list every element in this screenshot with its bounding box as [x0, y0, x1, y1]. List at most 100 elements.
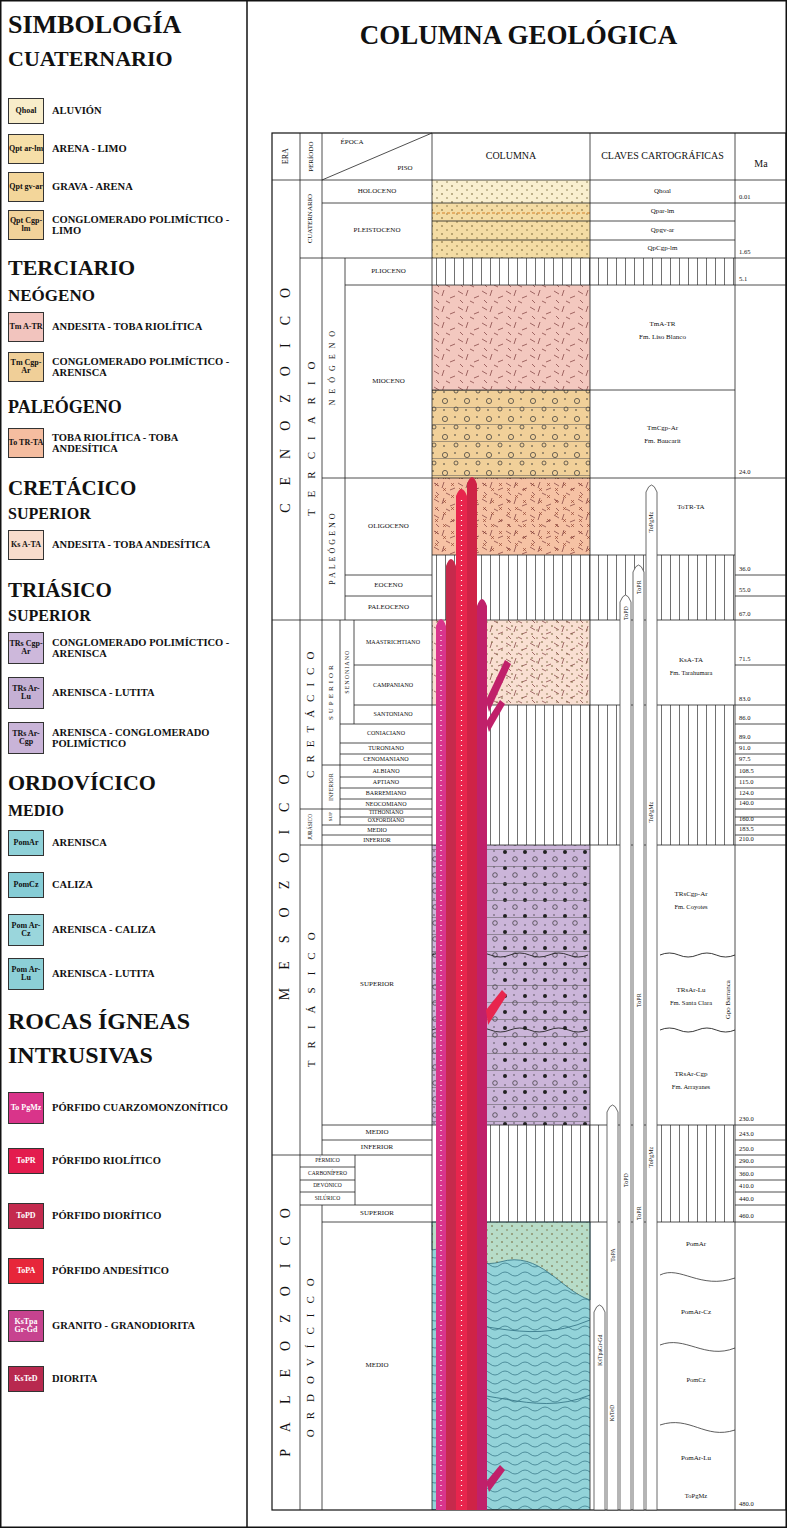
label-text: SILÚRICO [315, 1196, 340, 1202]
label-text-cell: ERA [272, 133, 300, 180]
label-text: PALEOZOICO [279, 1190, 294, 1475]
label-text: 86.0 [739, 715, 750, 722]
label-text-cell: INFERIOR [322, 835, 432, 845]
label-text-cell: KsTeD [8, 1366, 44, 1392]
label-text: 480.0 [739, 1501, 754, 1508]
label-text: KsTeD [609, 1405, 615, 1422]
label-text: EOCENO [374, 582, 402, 589]
label-text: CUATERNARIO [307, 194, 314, 243]
label-text: 210.0 [739, 836, 754, 843]
label-text: ToPgMz [685, 1493, 707, 1500]
label-text-cell: INTRUSIVAS [8, 1040, 243, 1072]
legend-text-cell: ARENA - LIMO [52, 134, 242, 164]
label-text: INTRUSIVAS [8, 1043, 153, 1068]
label-text: SUP [328, 812, 333, 821]
label-text-cell: TURONIANO [340, 743, 432, 754]
label-text: NEOCOMIANO [366, 801, 407, 807]
label-text: BARREMIANO [366, 790, 406, 796]
label-text-cell: PÉRMICO [300, 1155, 355, 1167]
label-text: TERCIARIO [305, 350, 317, 529]
label-text-cell: ToPR [8, 1148, 44, 1174]
label-text-cell: 124.0 [739, 789, 785, 798]
label-text-cell: 83.0 [739, 695, 785, 704]
label-text: 440.0 [739, 1196, 754, 1203]
label-text: TERCIARIO [8, 256, 135, 279]
label-text: TRsAr-Cgp [675, 1071, 708, 1078]
label-text-cell: MEDIO [322, 1125, 432, 1140]
label-text: 243.0 [739, 1131, 754, 1138]
label-text-cell: KsTpa Gr-Gd [8, 1310, 44, 1342]
label-text-cell: 91.0 [739, 744, 785, 753]
label-text: 360.0 [739, 1171, 754, 1178]
label-text: TRs Ar-Lu [8, 685, 44, 702]
label-text-cell: INFERIOR [322, 765, 340, 809]
label-text-cell: Fm. Liso Blanco [592, 331, 733, 344]
label-text-cell: 71.5 [739, 655, 785, 664]
label-text: PomAr [686, 1241, 706, 1248]
legend-text: GRANITO - GRANODIORITA [52, 1320, 195, 1331]
label-text-cell: 89.0 [739, 733, 785, 742]
label-text-cell: CENOZOICO [272, 180, 300, 620]
label-text: CONIACIANO [367, 730, 405, 736]
label-text-cell: CONIACIANO [340, 724, 432, 743]
label-text-cell: To TR-TA [8, 428, 44, 458]
legend-text: CONGLOMERADO POLIMÍCTICO - ARENISCA [52, 356, 242, 378]
label-text: TRs Cgp-Ar [8, 640, 44, 657]
label-text: INFERIOR [363, 837, 391, 843]
legend-text-cell: ARENISCA - CALIZA [52, 914, 242, 946]
label-text-cell: SIMBOLOGÍA [8, 8, 243, 42]
label-text-cell: TRsCgp-Ar [660, 888, 722, 901]
legend-text: PÓRFIDO DIORÍTICO [52, 1210, 161, 1221]
label-text-cell: Ma [735, 150, 787, 178]
label-text-cell: SUPERIOR [8, 503, 243, 525]
label-text: SUPERIOR [360, 1210, 394, 1217]
label-text: Gpo Barranca [725, 980, 732, 1019]
label-text: PLEISTOCENO [354, 227, 401, 234]
label-text-cell: BARREMIANO [340, 788, 432, 799]
label-text: NEÓGENO [8, 287, 95, 305]
label-text: 5.1 [739, 276, 747, 283]
label-text: ORDOVÍCICO [305, 1268, 317, 1447]
label-text: 97.5 [739, 756, 750, 763]
label-text-cell: PISO [380, 162, 430, 176]
label-text: ALBIANO [373, 768, 400, 774]
legend-text: ARENISCA - LUTITA [52, 687, 155, 698]
label-text-cell: PomAr-Lu [662, 1452, 730, 1466]
label-text-cell: 67.0 [739, 610, 785, 619]
label-text: Pom Ar-Cz [8, 922, 44, 939]
label-text-cell: SILÚRICO [300, 1192, 355, 1205]
label-text-cell: SENONIANO [340, 620, 354, 724]
label-text-cell: TRs Ar-Cgp [8, 722, 44, 754]
label-text-cell: Tm A-TR [8, 312, 44, 342]
label-text: COLUMNA [486, 151, 537, 162]
label-text: PomAr [14, 839, 39, 847]
label-text-cell: NEÓGENO [8, 284, 243, 308]
label-text: SUPERIOR [8, 608, 91, 625]
label-text-cell: ToPgMz [662, 1490, 730, 1502]
label-text-cell: TRsAr-Lu [660, 984, 722, 997]
label-text-cell: ToPA [607, 1240, 618, 1270]
label-text: Fm. Tarahumara [670, 670, 713, 677]
legend-text-cell: TOBA RIOLÍTICA - TOBA ANDESÍTICA [52, 428, 242, 458]
label-text-cell: TRIÁSICO [300, 845, 322, 1155]
diagram-title-cell: COLUMNA GEOLÓGICA [250, 14, 787, 56]
label-text: KsA-TA [679, 657, 703, 664]
label-text: CUATERNARIO [8, 47, 173, 70]
label-text-cell: TERCIARIO [300, 258, 322, 620]
label-text: ORDOVÍCICO [8, 771, 156, 794]
label-text-cell: ToPR [633, 985, 644, 1015]
legend-text-cell: CALIZA [52, 872, 242, 898]
label-text-cell: 160.0 [739, 815, 785, 824]
label-text-cell: KsTeD [607, 1398, 618, 1428]
label-text-cell: JURÁSICO [300, 809, 322, 845]
label-text-cell: OXFORDIANO [340, 817, 432, 825]
label-text: Fm. Arrayanes [672, 1084, 710, 1091]
legend-text: PÓRFIDO RIOLÍTICO [52, 1155, 161, 1166]
label-text-cell: CENOMANIANO [340, 754, 432, 765]
legend-text: ANDESITA - TOBA RIOLÍTICA [52, 321, 202, 332]
label-text-cell: SUPERIOR [8, 605, 243, 627]
label-text: ToPD [622, 1173, 628, 1187]
label-text: SUPERIOR [360, 981, 394, 988]
label-text-cell: 97.5 [739, 755, 785, 764]
label-text-cell: Fm. Baucarit [592, 435, 733, 448]
